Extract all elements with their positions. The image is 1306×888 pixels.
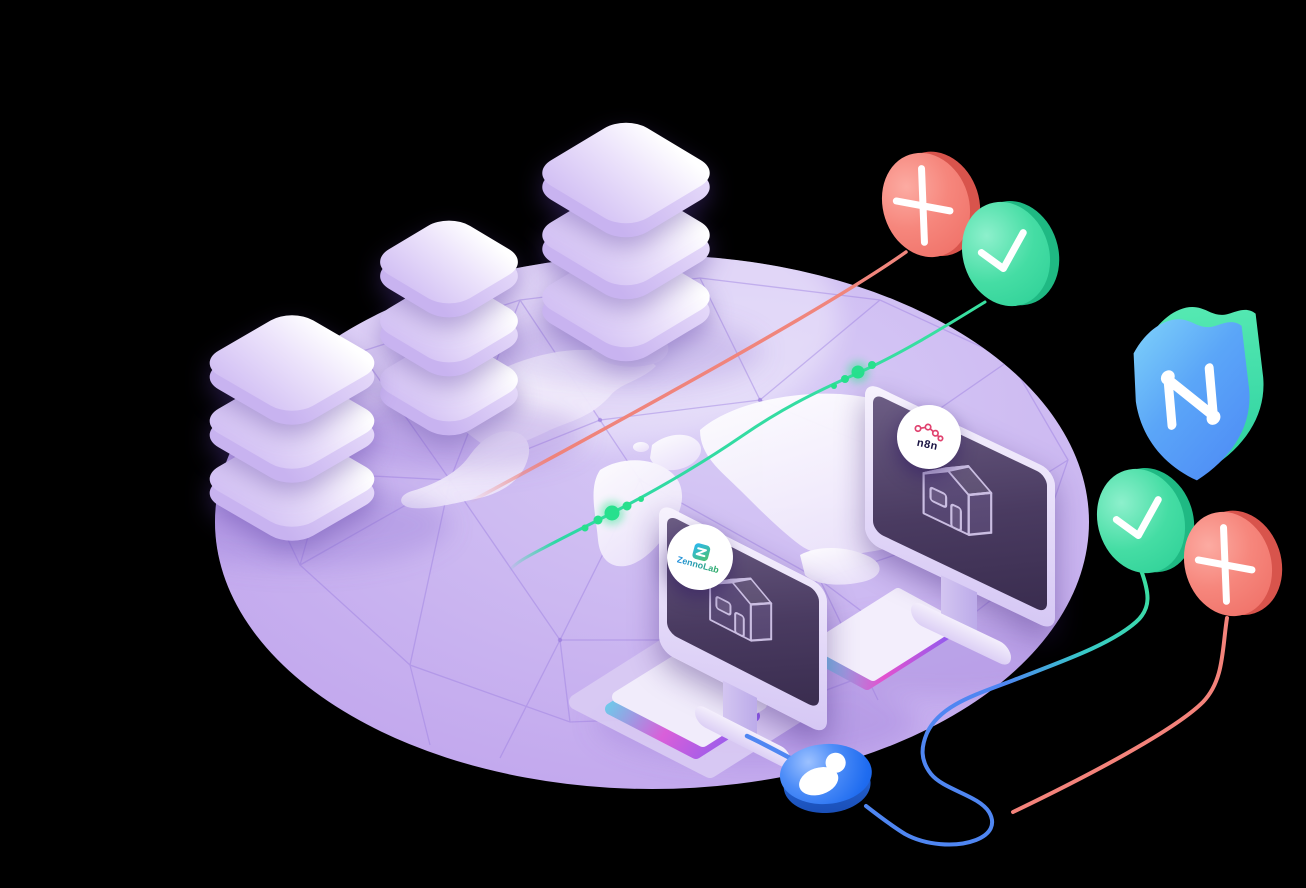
monitor-screen	[667, 514, 819, 710]
cross-icon	[892, 165, 954, 246]
monitor-back	[865, 381, 1055, 702]
n8n-logo-icon	[914, 423, 944, 442]
monitor-front	[659, 502, 827, 798]
status-badge-cross-right	[1170, 499, 1296, 628]
badge-face	[1083, 457, 1199, 585]
cross-icon	[1194, 524, 1256, 605]
layer-top	[367, 213, 530, 311]
n8n-logo-label: n8n	[915, 436, 939, 453]
user-token	[777, 740, 874, 816]
badge-face	[868, 141, 984, 269]
shield-n-monogram	[1160, 363, 1221, 430]
server-stack-layer	[367, 213, 530, 325]
status-badge-check-top	[948, 189, 1073, 318]
connector-red-top	[468, 250, 908, 504]
check-icon	[1112, 496, 1162, 540]
house-icon	[709, 577, 773, 642]
n8n-logo-badge: n8n	[891, 399, 967, 475]
land-uk	[633, 442, 649, 452]
status-badge-cross-top	[868, 140, 994, 269]
layer-top	[529, 114, 723, 231]
zennolab-logo-badge: ZennoLab	[659, 516, 741, 598]
user-icon	[799, 752, 846, 796]
zennolab-logo-icon	[691, 542, 712, 562]
land-europe	[650, 434, 702, 471]
server-stack-layer	[197, 308, 387, 432]
land-east-asia	[800, 548, 880, 585]
badge-face	[1170, 500, 1286, 628]
badge-face	[948, 190, 1064, 318]
status-badge-check-right	[1083, 456, 1208, 585]
shield-icon	[1133, 307, 1264, 481]
monitor-screen	[873, 392, 1047, 614]
house-icon	[922, 465, 993, 537]
glow-dots	[581, 361, 876, 532]
check-icon	[977, 229, 1027, 273]
layer-top	[197, 308, 387, 418]
server-stack-layer	[529, 114, 723, 245]
user-token-face	[777, 740, 874, 808]
